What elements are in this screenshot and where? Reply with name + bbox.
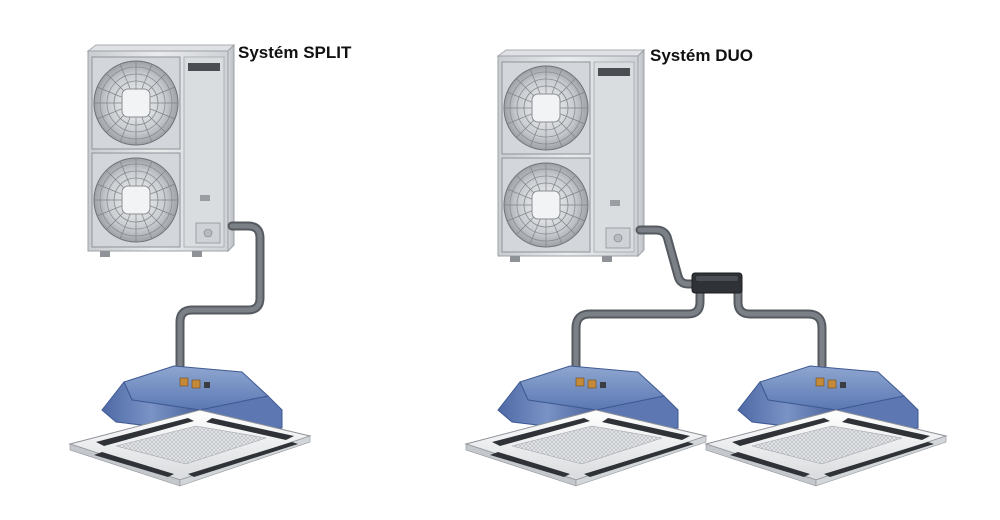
duo-branch-right: [733, 285, 827, 371]
duo-indoor-cassette-left: [465, 365, 707, 487]
duo-branch-left: [571, 285, 705, 371]
split-indoor-cassette: [69, 365, 311, 487]
split-system-title: Systém SPLIT: [238, 43, 352, 62]
duo-system-title: Systém DUO: [650, 46, 753, 65]
duo-outdoor-unit: [497, 49, 645, 263]
split-system: [69, 44, 311, 487]
split-outdoor-unit: [87, 44, 235, 258]
duo-system: [465, 49, 947, 487]
duo-indoor-cassette-right: [705, 365, 947, 487]
